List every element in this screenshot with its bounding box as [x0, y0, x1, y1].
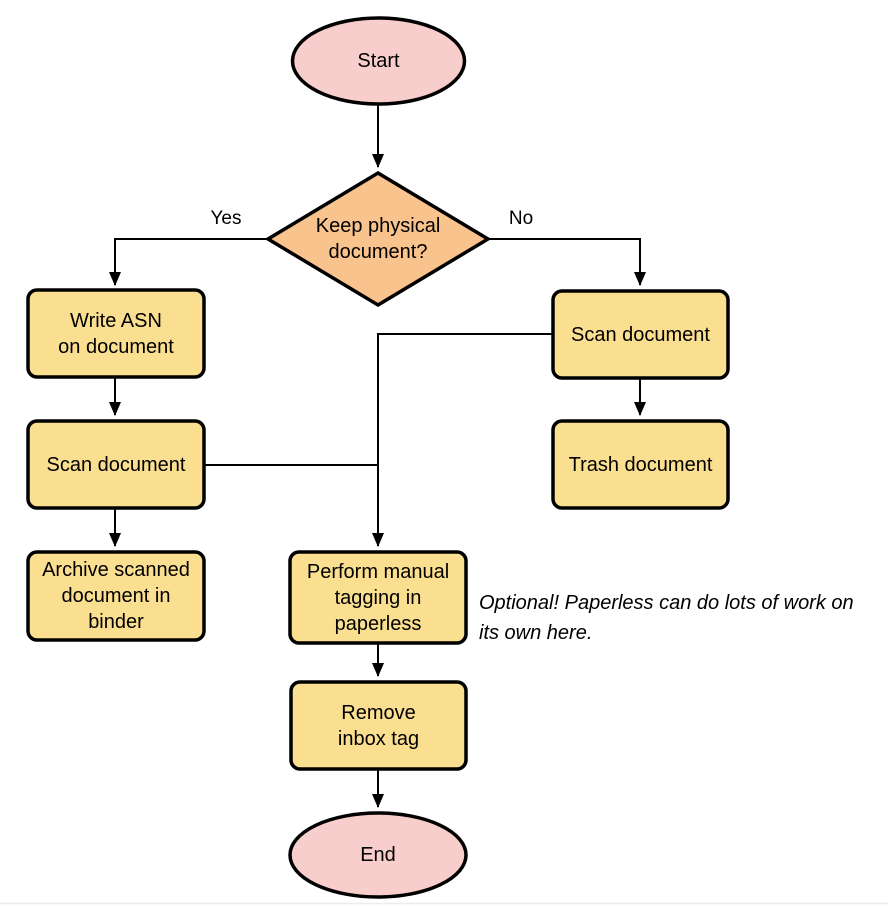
end-node-shape [288, 811, 468, 899]
edge-label-yes: Yes [210, 208, 242, 229]
edge-decision-yes-to-write-asn [109, 238, 268, 286]
scan-left-node-shape [26, 419, 206, 510]
archive-node-shape [26, 550, 206, 642]
write-asn-node-shape [26, 288, 206, 379]
edge-decision-no-to-scan-right [488, 238, 646, 286]
optional-note: Optional! Paperless can do lots of work … [479, 592, 854, 644]
trash-node-shape [551, 419, 730, 510]
start-node-shape [290, 16, 467, 106]
decision-node-shape [264, 170, 492, 308]
edge-label-no: No [508, 208, 534, 229]
scan-right-node-shape [551, 289, 730, 380]
edge-scan-right-to-perform-tagging [372, 333, 553, 547]
perform-tagging-node-shape [288, 550, 468, 645]
remove-inbox-node-shape [289, 680, 468, 771]
